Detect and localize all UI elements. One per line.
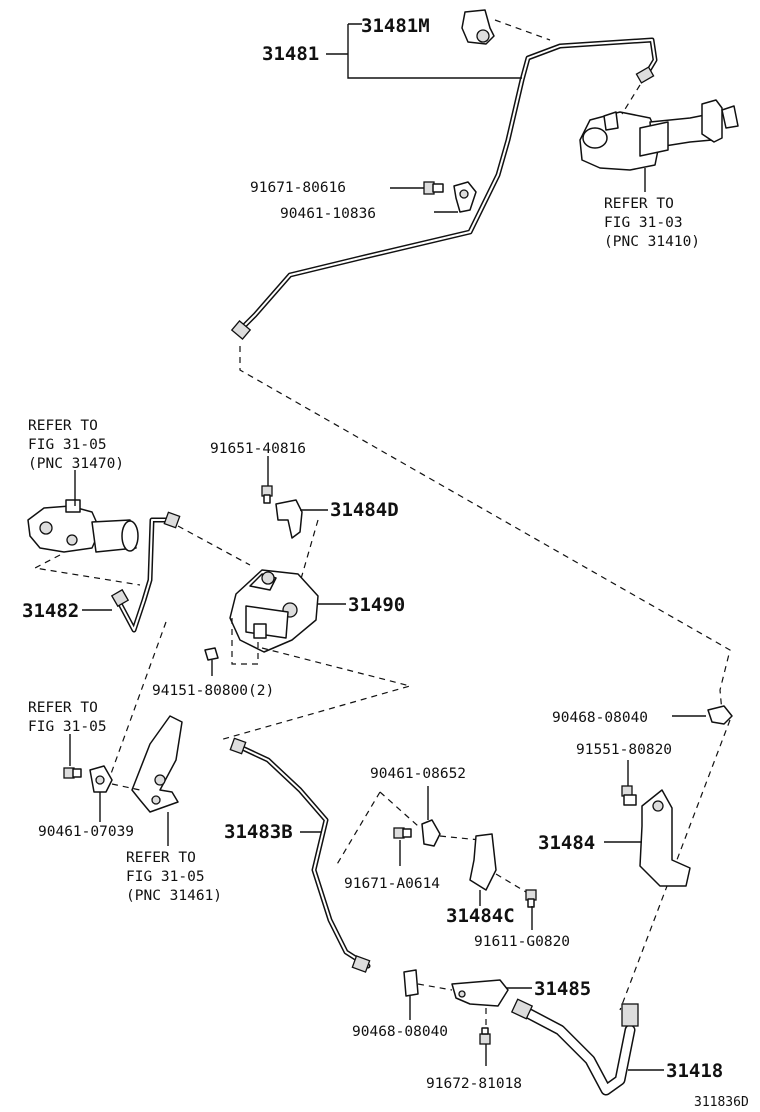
label-31482: 31482 xyxy=(22,600,79,622)
svg-text:FIG 31-03: FIG 31-03 xyxy=(604,215,683,231)
clip-31481m-icon xyxy=(461,9,495,45)
svg-text:(PNC 31410): (PNC 31410) xyxy=(604,234,700,250)
refer-fig-31-05-pnc-31470: REFER TO FIG 31-05 (PNC 31470) xyxy=(28,418,124,472)
clutch-line-31481 xyxy=(230,37,658,341)
clamp-90461-07039-icon xyxy=(89,765,113,793)
label-31484d: 31484D xyxy=(330,499,399,521)
bracket-31484d-icon xyxy=(275,499,303,539)
label-91551-80820: 91551-80820 xyxy=(576,742,672,758)
bolt-91551-80820-icon xyxy=(621,785,637,806)
bracket-31484-icon xyxy=(639,789,691,887)
svg-text:REFER TO: REFER TO xyxy=(126,850,196,866)
bolt-91671-80616-icon xyxy=(423,181,444,195)
label-31490: 31490 xyxy=(348,594,405,616)
label-91671-a0614: 91671-A0614 xyxy=(344,876,440,892)
label-90468-08040-upper: 90468-08040 xyxy=(552,710,648,726)
svg-text:FIG 31-05: FIG 31-05 xyxy=(28,437,107,453)
label-94151-80800: 94151-80800(2) xyxy=(152,683,274,699)
label-31484: 31484 xyxy=(538,832,595,854)
clutch-line-31483b xyxy=(229,737,371,973)
release-cylinder-icon xyxy=(27,499,139,553)
svg-text:REFER TO: REFER TO xyxy=(28,700,98,716)
clip-90468-08040-upper-icon xyxy=(707,705,733,725)
label-31481m: 31481M xyxy=(361,15,430,37)
svg-text:FIG 31-05: FIG 31-05 xyxy=(126,869,205,885)
label-91672-81018: 91672-81018 xyxy=(426,1076,522,1092)
refer-fig-31-03: REFER TO FIG 31-03 (PNC 31410) xyxy=(604,196,700,250)
refer-fig-31-05: REFER TO FIG 31-05 xyxy=(28,700,107,735)
clamp-90461-10836-icon xyxy=(453,181,477,213)
bolt-refer-31-05-icon xyxy=(63,767,82,779)
svg-text:REFER TO: REFER TO xyxy=(604,196,674,212)
label-31485: 31485 xyxy=(534,978,591,1000)
clutch-line-31482 xyxy=(110,511,181,633)
flexible-hose-31418 xyxy=(510,998,639,1096)
figure-code: 311836D xyxy=(694,1095,749,1110)
label-31481: 31481 xyxy=(262,43,319,65)
bolt-91672-81018-icon xyxy=(479,1027,491,1045)
bolt-91671-a0614-icon xyxy=(393,827,412,839)
refer-fig-31-05-pnc-31461: REFER TO FIG 31-05 (PNC 31461) xyxy=(126,850,222,904)
label-90461-10836: 90461-10836 xyxy=(280,206,376,222)
bracket-31484c-icon xyxy=(469,833,497,891)
clutch-master-cylinder-icon xyxy=(579,99,739,171)
bolt-91651-40816-icon xyxy=(261,485,273,504)
label-31484c: 31484C xyxy=(446,905,515,927)
svg-text:FIG 31-05: FIG 31-05 xyxy=(28,719,107,735)
label-90468-08040-lower: 90468-08040 xyxy=(352,1024,448,1040)
label-90461-08652: 90461-08652 xyxy=(370,766,466,782)
nut-94151-80800-icon xyxy=(204,647,219,661)
bracket-31485-icon xyxy=(451,979,509,1007)
bolt-91611-g0820-icon xyxy=(525,889,537,908)
pedal-bracket-icon xyxy=(131,715,183,813)
label-91651-40816: 91651-40816 xyxy=(210,441,306,457)
label-31418: 31418 xyxy=(666,1060,723,1082)
valve-unit-31490-icon xyxy=(229,569,319,653)
svg-text:REFER TO: REFER TO xyxy=(28,418,98,434)
label-91611-g0820: 91611-G0820 xyxy=(474,934,570,950)
clamp-90461-08652-icon xyxy=(421,819,441,847)
clip-90468-08040-lower-icon xyxy=(403,969,419,997)
label-31483b: 31483B xyxy=(224,821,293,843)
label-91671-80616: 91671-80616 xyxy=(250,180,346,196)
svg-text:(PNC 31470): (PNC 31470) xyxy=(28,456,124,472)
label-90461-07039: 90461-07039 xyxy=(38,824,134,840)
svg-text:(PNC 31461): (PNC 31461) xyxy=(126,888,222,904)
